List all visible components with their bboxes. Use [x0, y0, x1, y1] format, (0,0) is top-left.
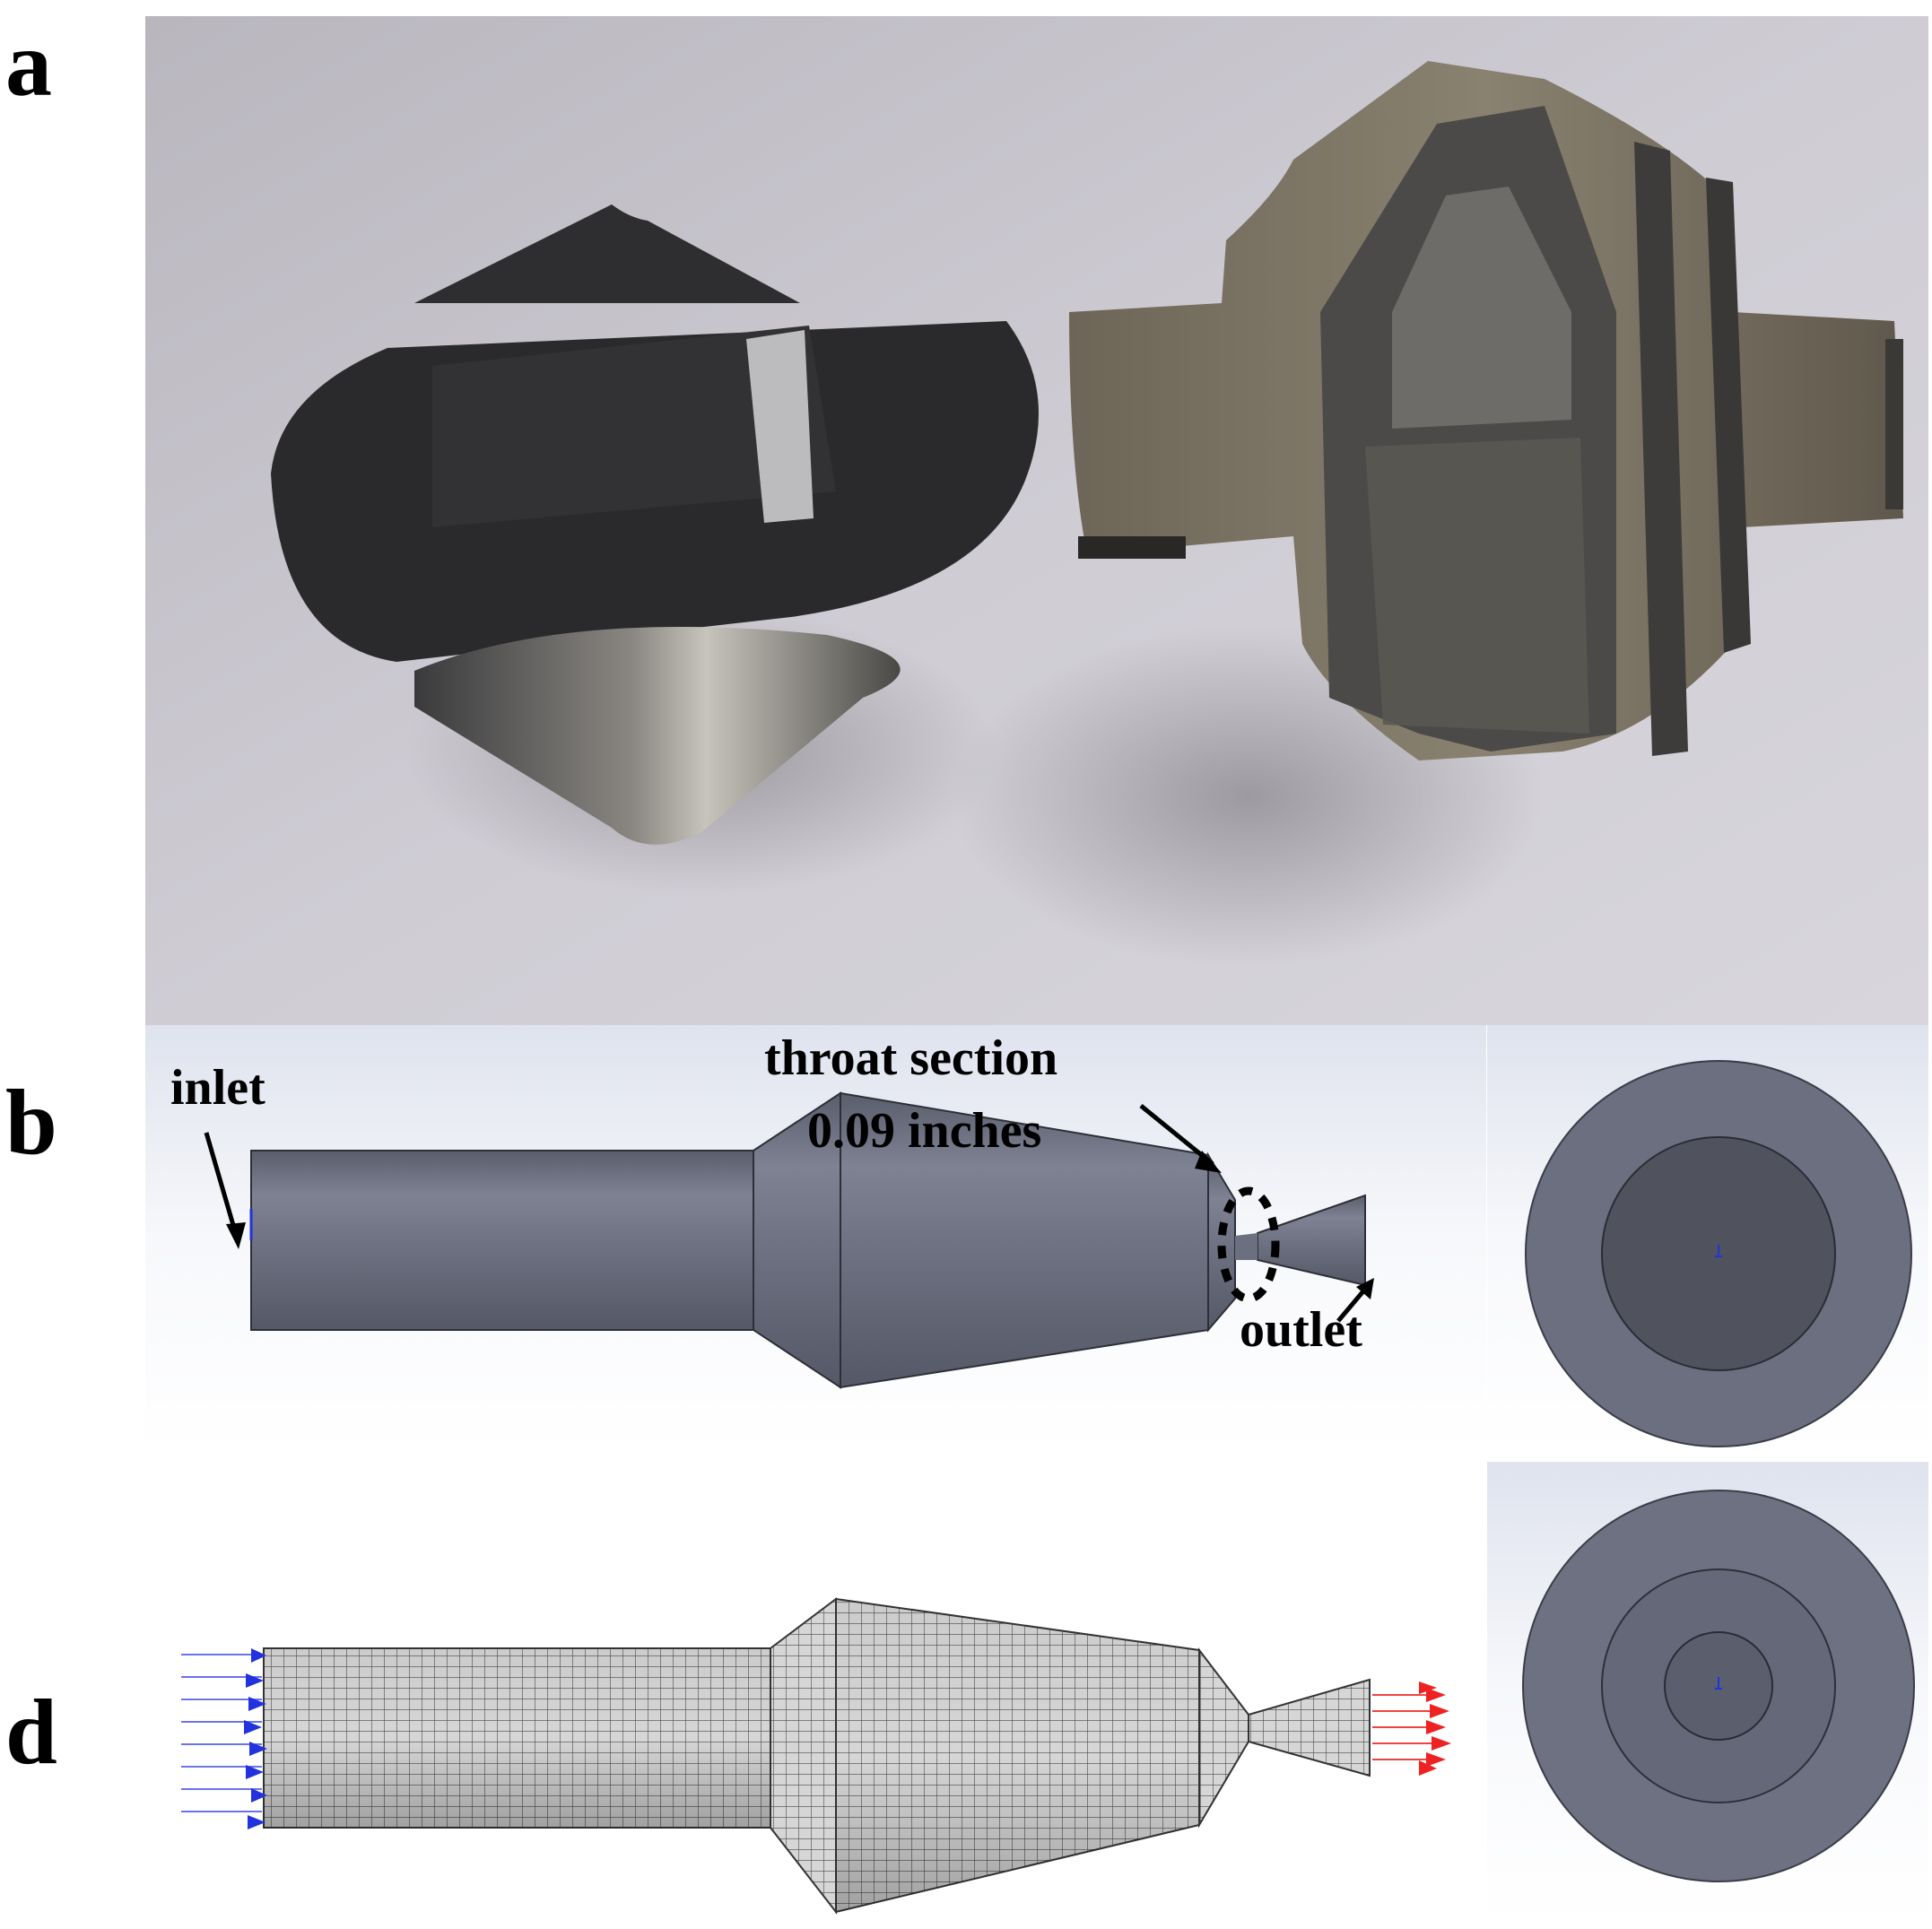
nozzle-cad-outlet-end-view — [1487, 1462, 1928, 1926]
panel-label-a: a — [5, 13, 52, 116]
inlet-label: inlet — [170, 1060, 265, 1116]
nozzle-photo — [145, 16, 1928, 1025]
nozzle-mesh-model — [145, 1462, 1486, 1926]
nozzle-cad-side-view — [145, 1025, 1486, 1453]
outlet-label: outlet — [1240, 1302, 1362, 1358]
nozzle-cad-inlet-end-view — [1487, 1025, 1928, 1453]
throat-size-label: 0.09 inches — [807, 1103, 1042, 1159]
panel-label-b: b — [5, 1071, 57, 1174]
throat-section-label: throat section — [764, 1030, 1058, 1086]
panel-label-d: d — [5, 1681, 57, 1784]
